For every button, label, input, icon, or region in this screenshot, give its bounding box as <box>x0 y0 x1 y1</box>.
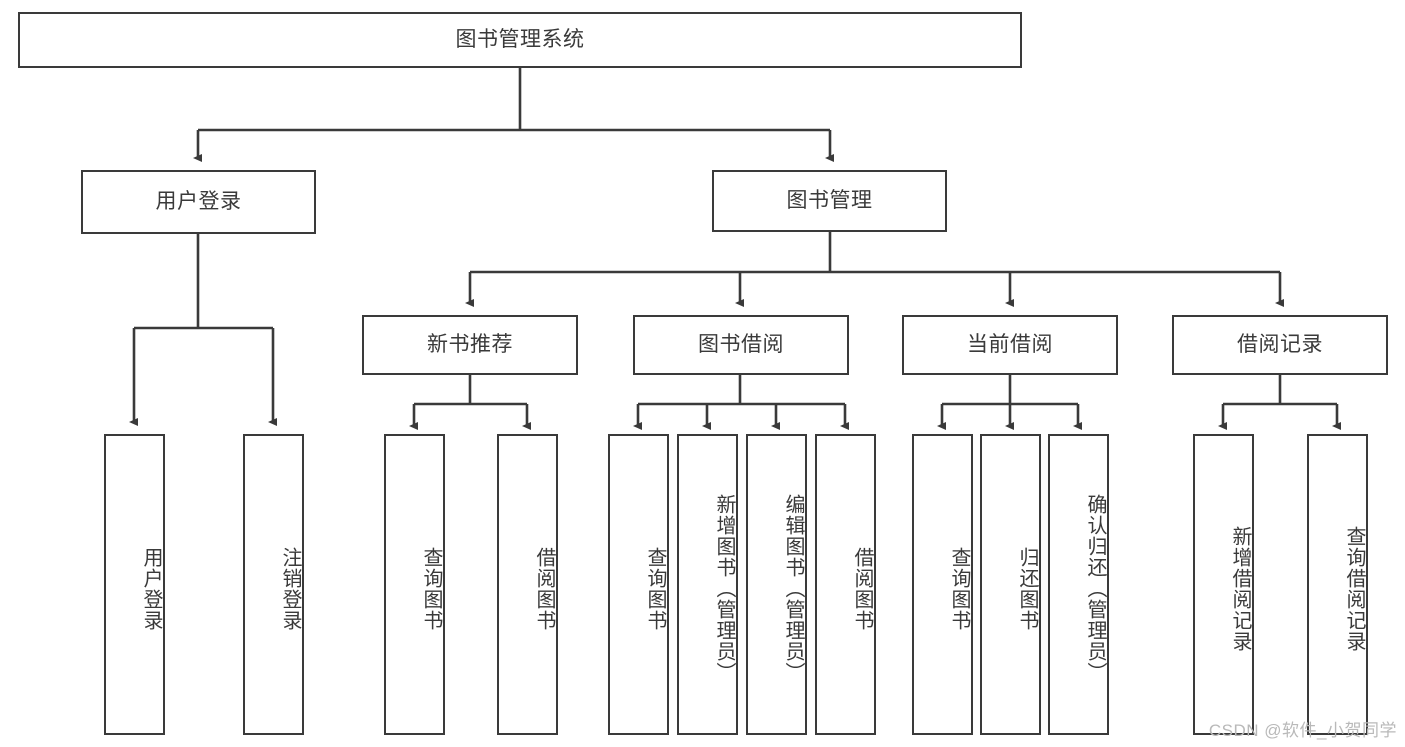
leaf-query-book-1[interactable]: 查询图书 <box>384 434 445 735</box>
leaf-query-book-3[interactable]: 查询图书 <box>912 434 973 735</box>
leaf-edit-book[interactable]: 编辑图书（管理员） <box>746 434 807 735</box>
node-label: 新增借阅记录 <box>1229 525 1251 652</box>
node-label: 确认归还（管理员） <box>1084 494 1106 683</box>
node-label: 查询图书 <box>948 546 970 631</box>
node-label: 图书管理系统 <box>455 28 585 52</box>
node-label: 新书推荐 <box>427 333 513 357</box>
leaf-add-book[interactable]: 新增图书（管理员） <box>677 434 738 735</box>
node-borrow-record[interactable]: 借阅记录 <box>1172 315 1388 375</box>
node-label: 借阅图书 <box>851 546 873 631</box>
node-book-borrow[interactable]: 图书借阅 <box>633 315 849 375</box>
leaf-query-record[interactable]: 查询借阅记录 <box>1307 434 1368 735</box>
node-label: 图书管理 <box>786 189 873 213</box>
node-new-book-recommend[interactable]: 新书推荐 <box>362 315 578 375</box>
leaf-return-book[interactable]: 归还图书 <box>980 434 1041 735</box>
node-user-login[interactable]: 用户登录 <box>81 170 316 234</box>
node-label: 新增图书（管理员） <box>713 494 735 683</box>
node-current-borrow[interactable]: 当前借阅 <box>902 315 1118 375</box>
leaf-query-book-2[interactable]: 查询图书 <box>608 434 669 735</box>
node-label: 用户登录 <box>155 190 242 214</box>
watermark-credit: CSDN @软件_小贺同学 <box>1208 721 1397 740</box>
node-label: 编辑图书（管理员） <box>782 494 804 683</box>
node-root-system[interactable]: 图书管理系统 <box>18 12 1022 68</box>
leaf-confirm-return[interactable]: 确认归还（管理员） <box>1048 434 1109 735</box>
leaf-borrow-book-1[interactable]: 借阅图书 <box>497 434 558 735</box>
node-label: 借阅记录 <box>1237 333 1323 357</box>
node-label: 图书借阅 <box>698 333 784 357</box>
node-label: 查询图书 <box>420 546 442 631</box>
node-label: 用户登录 <box>140 546 162 631</box>
node-label: 归还图书 <box>1016 546 1038 631</box>
node-label: 注销登录 <box>279 546 301 631</box>
leaf-add-record[interactable]: 新增借阅记录 <box>1193 434 1254 735</box>
node-label: 查询借阅记录 <box>1343 525 1365 652</box>
node-label: 借阅图书 <box>533 546 555 631</box>
node-label: 查询图书 <box>644 546 666 631</box>
leaf-user-logout[interactable]: 注销登录 <box>243 434 304 735</box>
leaf-user-login[interactable]: 用户登录 <box>104 434 165 735</box>
node-book-manage[interactable]: 图书管理 <box>712 170 947 232</box>
node-label: 当前借阅 <box>967 333 1053 357</box>
leaf-borrow-book-2[interactable]: 借阅图书 <box>815 434 876 735</box>
